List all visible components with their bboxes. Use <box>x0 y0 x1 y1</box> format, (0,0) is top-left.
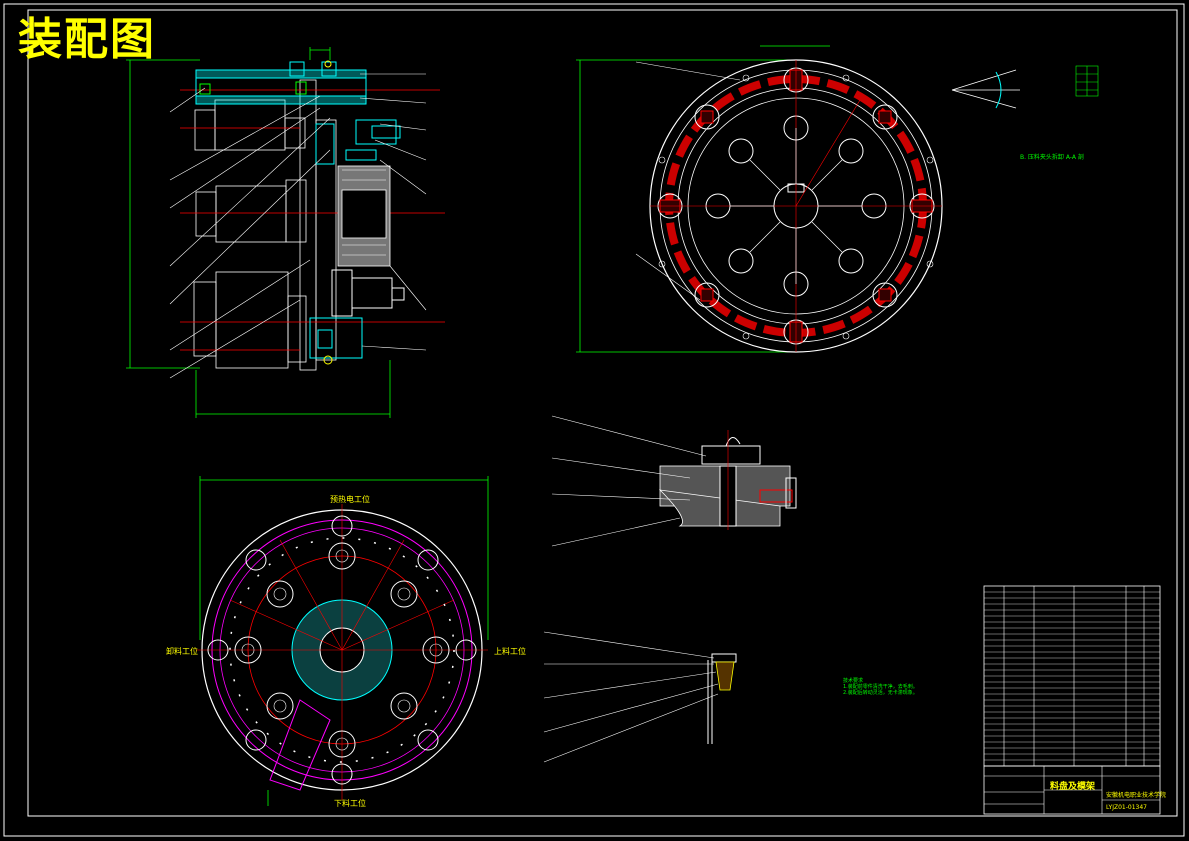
label-left-station: 卸料工位 <box>166 647 198 656</box>
pin-detail-view <box>543 631 737 763</box>
drawing-number: LYJZ01-01347 <box>1106 804 1147 811</box>
parts-list-table <box>983 585 1161 767</box>
label-top-station: 预热电工位 <box>330 495 370 504</box>
label-right-station: 上料工位 <box>494 647 526 656</box>
drawing-title: 装配图 <box>18 14 156 65</box>
outer-border <box>3 3 1185 837</box>
side-section-view <box>126 47 445 418</box>
section-note: B. 压料夹头拆卸 A-A 剖 <box>1020 154 1084 161</box>
title-block <box>983 765 1161 815</box>
notes-heading: 技术要求 <box>843 678 864 684</box>
notes-line-2: 2.装配后转动灵活，无卡滞现象。 <box>843 690 918 696</box>
drawing-name: 料盘及模架 <box>1050 782 1096 792</box>
disc-plan-view <box>196 476 489 806</box>
notes-line-1: 1.装配前零件清洗干净，去毛刺。 <box>843 684 918 690</box>
inner-frame <box>27 9 1178 817</box>
technical-notes: 技术要求 1.装配前零件清洗干净，去毛刺。 2.装配后转动灵活，无卡滞现象。 <box>843 678 918 696</box>
plate-top-view <box>576 45 1099 353</box>
label-bottom-station: 下料工位 <box>334 799 366 808</box>
clamp-section-view <box>551 415 797 547</box>
school-name: 安徽机电职业技术学院 <box>1106 792 1167 799</box>
